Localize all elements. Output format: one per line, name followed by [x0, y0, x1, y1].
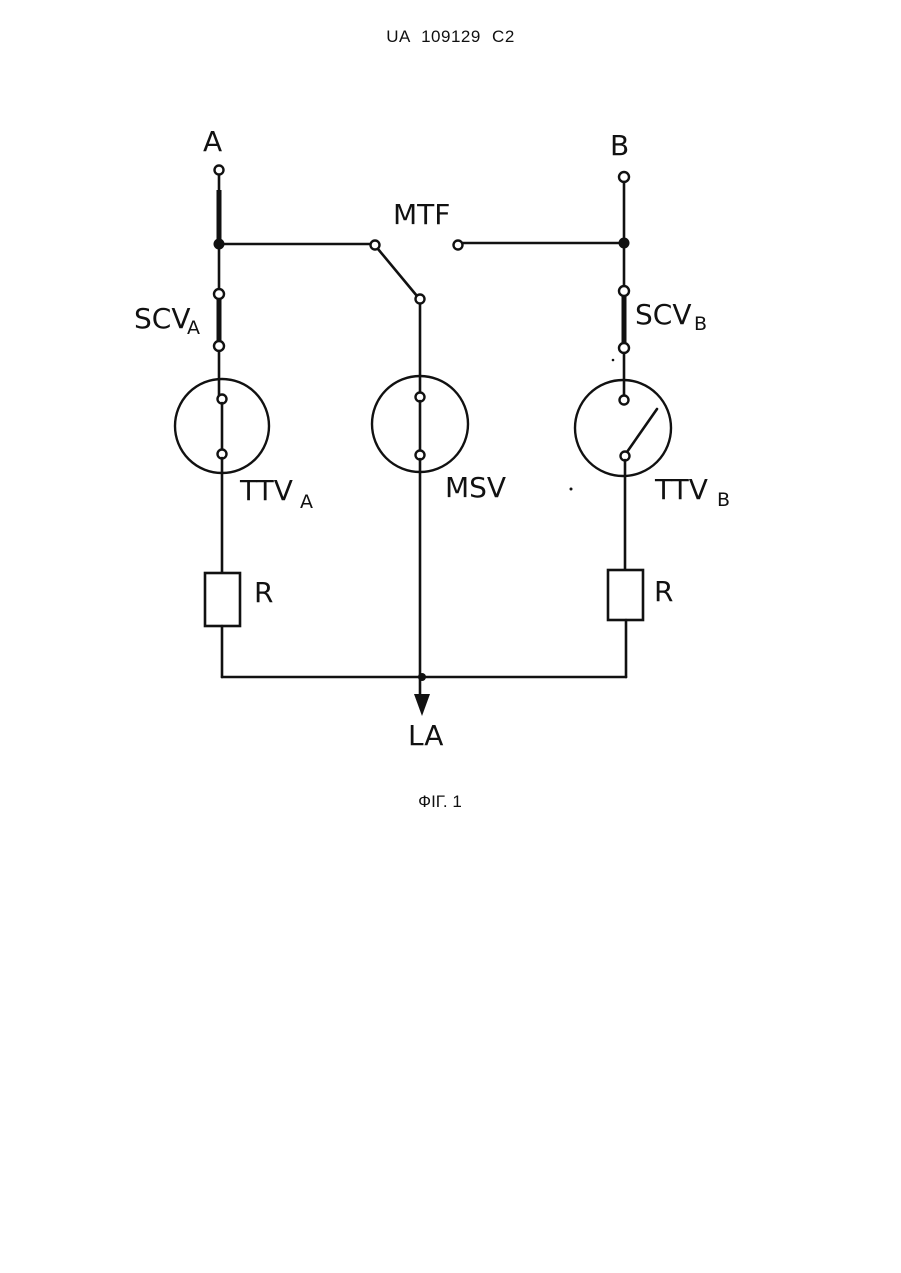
label-scv-a-sub: A: [187, 317, 200, 339]
figure-caption: ФІГ. 1: [0, 792, 880, 812]
scv-b-terminal-top: [619, 286, 629, 296]
scv-a-terminal-top: [214, 289, 224, 299]
label-mtf: MTF: [393, 198, 450, 231]
ttv-b-terminal-top: [620, 396, 629, 405]
label-terminal-a: A: [203, 125, 222, 158]
label-scv-a: SCV: [134, 302, 190, 335]
mtf-terminal-b: [454, 241, 463, 250]
label-ttv-a-sub: A: [300, 491, 313, 513]
label-resistor-b: R: [654, 575, 673, 608]
scv-a-terminal-bottom: [214, 341, 224, 351]
scan-speck-1: [612, 359, 615, 362]
branch-msv: [372, 304, 468, 716]
terminal-a-node: [215, 166, 224, 175]
label-scv-b: SCV: [635, 298, 691, 331]
label-load: LA: [408, 719, 443, 752]
label-ttv-a: TTV: [239, 474, 293, 507]
resistor-a: [205, 573, 240, 626]
mtf-terminal-common: [416, 295, 425, 304]
scv-b-terminal-bottom: [619, 343, 629, 353]
ttv-b-open-blade: [627, 409, 657, 452]
label-ttv-b: TTV: [654, 473, 708, 506]
junction-b: [619, 238, 630, 249]
label-terminal-b: B: [610, 129, 629, 162]
label-scv-b-sub: B: [694, 313, 707, 335]
mtf-blade: [378, 249, 417, 296]
label-ttv-b-sub: B: [717, 489, 730, 511]
label-resistor-a: R: [254, 576, 273, 609]
terminal-b-node: [619, 172, 629, 182]
label-msv: MSV: [445, 471, 506, 504]
resistor-b: [608, 570, 643, 620]
transfer-switch-mtf: [219, 241, 624, 304]
scan-speck-2: [570, 488, 573, 491]
load-arrow: [414, 694, 430, 716]
